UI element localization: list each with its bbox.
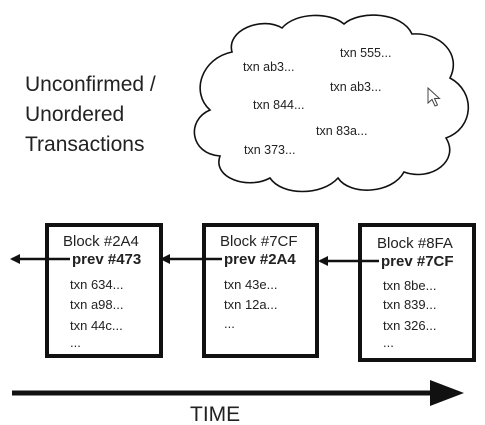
cloud-txn-4: txn 844... — [253, 98, 304, 112]
cloud-txn-1: txn 555... — [340, 46, 391, 60]
block-txn: ... — [224, 316, 235, 331]
block-title: Block #8FA — [377, 235, 453, 252]
unconfirmed-label-line-3: Transactions — [25, 133, 144, 156]
cloud-txn-5: txn 83a... — [316, 124, 367, 138]
time-arrowhead-icon — [430, 380, 464, 406]
block-title: Block #7CF — [220, 233, 298, 250]
block-prev-hash: prev #2A4 — [224, 251, 296, 268]
block-frame — [45, 223, 163, 358]
block-7cf: Block #7CF prev #2A4 txn 43e... txn 12a.… — [202, 223, 319, 358]
cloud-txn-6: txn 373... — [244, 143, 295, 157]
block-title: Block #2A4 — [63, 233, 139, 250]
block-txn: txn 326... — [383, 318, 436, 333]
block-txn: txn 44c... — [70, 318, 123, 333]
block-txn: txn 839... — [383, 297, 436, 312]
block-8fa: Block #8FA prev #7CF txn 8be... txn 839.… — [358, 223, 476, 362]
block-prev-hash: prev #7CF — [381, 253, 454, 270]
mouse-cursor-icon — [427, 86, 441, 107]
cloud-txn-2: txn ab3... — [243, 60, 294, 74]
time-axis: TIME — [12, 380, 464, 425]
unconfirmed-label: Unconfirmed / Unordered Transactions — [25, 73, 156, 156]
block-txn: txn 43e... — [224, 277, 277, 292]
block-txn: txn 8be... — [383, 278, 436, 293]
block-prev-hash: prev #473 — [72, 251, 141, 268]
cloud-txn-3: txn ab3... — [330, 80, 381, 94]
block-frame — [358, 223, 476, 362]
time-label: TIME — [190, 403, 240, 425]
block-txn: ... — [70, 335, 81, 350]
transaction-cloud: txn 555... txn ab3... txn ab3... txn 844… — [193, 14, 470, 193]
block-txn: txn a98... — [70, 297, 123, 312]
block-txn: txn 634... — [70, 277, 123, 292]
block-txn: ... — [383, 335, 394, 350]
block-2a4: Block #2A4 prev #473 txn 634... txn a98.… — [45, 223, 163, 358]
block-txn: txn 12a... — [224, 297, 277, 312]
unconfirmed-label-line-2: Unordered — [25, 103, 124, 126]
block-frame — [202, 223, 319, 358]
cloud-shape — [193, 14, 470, 193]
unconfirmed-label-line-1: Unconfirmed / — [25, 73, 156, 96]
